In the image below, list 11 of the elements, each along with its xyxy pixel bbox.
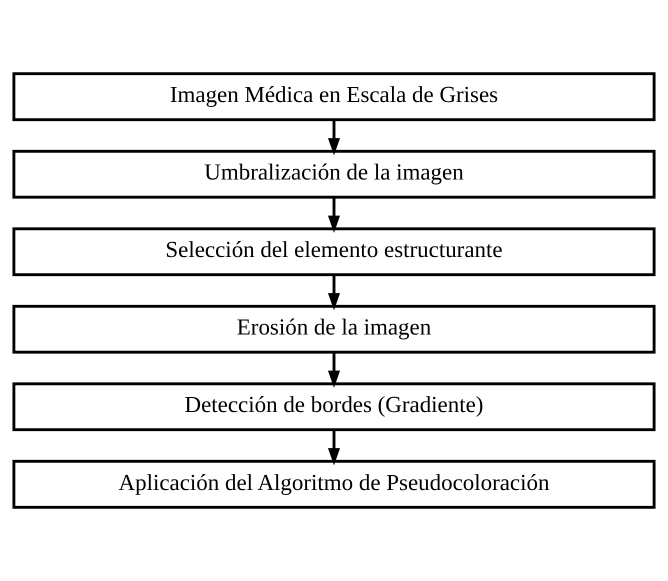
arrow bbox=[328, 430, 340, 466]
arrow bbox=[328, 352, 340, 388]
arrow bbox=[328, 197, 340, 233]
node-box: Erosión de la imagen bbox=[12, 304, 656, 354]
node-box: Imagen Médica en Escala de Grises bbox=[12, 72, 656, 122]
node-box: Aplicación del Algoritmo de Pseudocoloración bbox=[12, 460, 656, 509]
arrow bbox=[328, 120, 340, 156]
node-box: Selección del elemento estructurante bbox=[12, 227, 656, 276]
node-box: Umbralización de la imagen bbox=[12, 150, 656, 199]
arrow bbox=[328, 274, 340, 310]
node-box: Detección de bordes (Gradiente) bbox=[12, 382, 656, 432]
